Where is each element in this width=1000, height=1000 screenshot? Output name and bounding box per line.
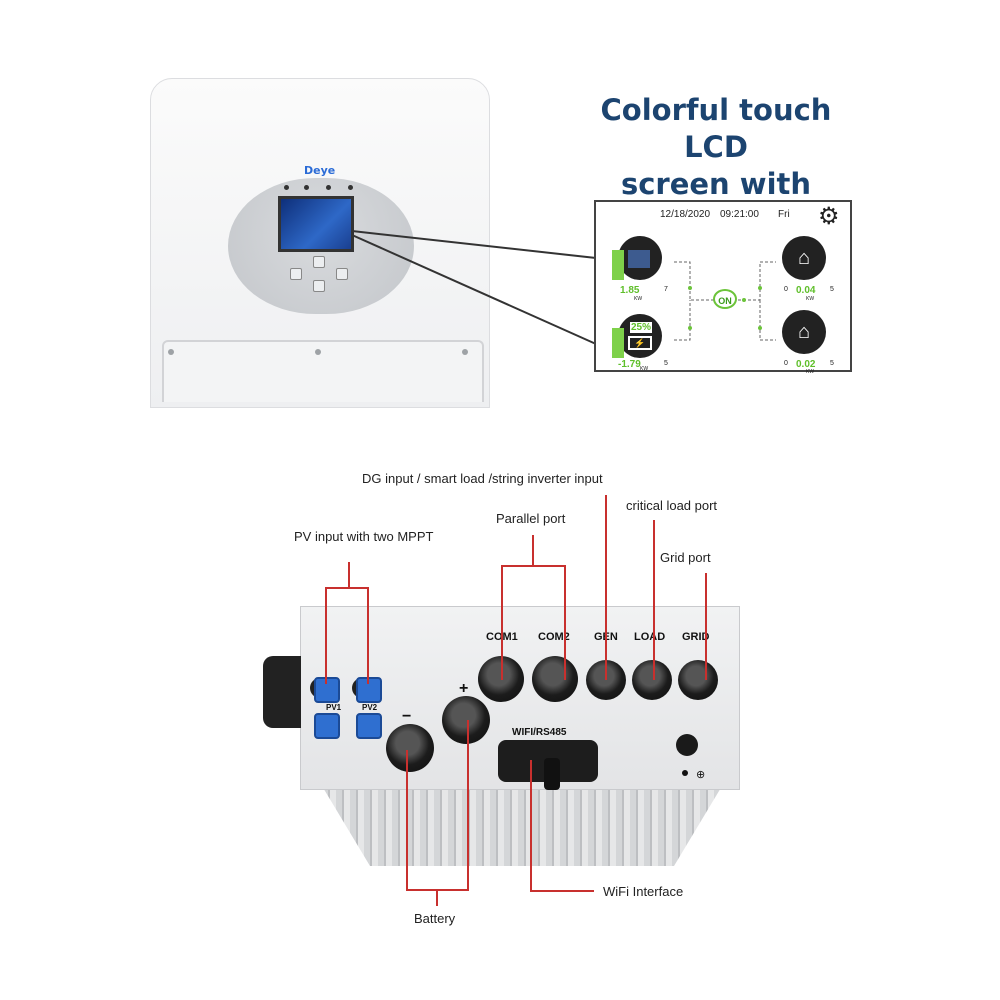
screw-icon: [168, 349, 174, 355]
lcd-date: 12/18/2020: [660, 209, 711, 220]
pv1-negative-connector[interactable]: [314, 713, 340, 739]
flow-dot: [688, 326, 692, 330]
gear-icon[interactable]: ⚙: [818, 203, 840, 230]
lcd-day: Fri: [778, 209, 790, 220]
flow-dot: [688, 286, 692, 290]
battery-minus-sign: −: [402, 708, 412, 725]
grid-power-unit: KW: [806, 296, 815, 302]
port-label-com2: COM2: [538, 631, 570, 643]
load-gauge: [782, 310, 826, 354]
battery-soc: 25%: [630, 322, 653, 333]
zoom-connector-lines: [351, 230, 597, 345]
pv-scale-max: 7: [664, 286, 668, 293]
load-power-unit: KW: [806, 369, 815, 375]
grid-gauge: [782, 236, 826, 280]
callout-parallel-port: Parallel port: [496, 511, 566, 526]
solar-panel-icon: [628, 250, 650, 268]
pv-power-value: 1.85: [620, 285, 640, 296]
battery-gauge-fill: [612, 328, 624, 358]
screw-icon: [462, 349, 468, 355]
pv-power-unit: KW: [634, 296, 643, 302]
port-label-grid: GRID: [682, 631, 710, 643]
load-scale-max: 5: [830, 360, 834, 367]
up-button-icon[interactable]: [313, 256, 325, 268]
wifi-dongle-screw: [544, 758, 560, 790]
battery-plus-sign: +: [459, 680, 469, 697]
port-label-load: LOAD: [634, 631, 666, 643]
battery-negative-port[interactable]: [386, 724, 434, 772]
status-led-2: [304, 185, 309, 190]
callout-battery: Battery: [414, 911, 456, 926]
house-icon: ⌂: [797, 321, 811, 343]
callout-pv-input: PV input with two MPPT: [294, 529, 434, 544]
lcd-time: 09:21:00: [720, 209, 759, 220]
wifi-rs485-label: WIFI/RS485: [512, 727, 567, 738]
status-led-3: [326, 185, 331, 190]
flow-dot: [758, 326, 762, 330]
headline-line-1: Colorful touch LCD: [600, 93, 832, 164]
inverter-lower-cover: [162, 340, 484, 402]
inverter-lcd-screen[interactable]: [278, 196, 354, 252]
enter-button-icon[interactable]: [336, 268, 348, 280]
grid-scale-max: 5: [830, 286, 834, 293]
flow-dot: [758, 286, 762, 290]
down-button-icon[interactable]: [313, 280, 325, 292]
screw-icon: [315, 349, 321, 355]
battery-scale-max: 5: [664, 360, 668, 367]
vent-hole: [682, 770, 688, 776]
load-port[interactable]: [632, 660, 672, 700]
callout-dg-input: DG input / smart load /string inverter i…: [362, 471, 603, 486]
esc-button-icon[interactable]: [290, 268, 302, 280]
heatsink: [322, 786, 722, 866]
status-led-4: [348, 185, 353, 190]
flow-dot: [742, 298, 746, 302]
side-handle: [263, 656, 301, 728]
callout-critical-load: critical load port: [626, 498, 718, 513]
grid-tower-icon: ⌂: [797, 247, 811, 269]
battery-positive-port[interactable]: [442, 696, 490, 744]
brand-logo: Deye: [304, 164, 336, 177]
callout-grid-port: Grid port: [660, 550, 711, 565]
load-power-value: 0.02: [796, 359, 816, 370]
grid-scale-min: 0: [784, 286, 788, 293]
pv-gauge-fill: [612, 250, 624, 280]
pv2-negative-connector[interactable]: [356, 713, 382, 739]
system-on-status: ON: [713, 289, 737, 309]
ground-button[interactable]: [676, 734, 698, 756]
battery-power-value: -1.79: [618, 359, 641, 370]
grid-port[interactable]: [678, 660, 718, 700]
grid-power-value: 0.04: [796, 285, 816, 296]
callout-wifi-interface: WiFi Interface: [603, 884, 684, 899]
pv2-label: PV2: [362, 703, 378, 712]
lcd-flow-lines: [674, 261, 776, 341]
com2-port[interactable]: [532, 656, 578, 702]
battery-power-unit: KW: [640, 366, 649, 372]
pv1-label: PV1: [326, 703, 342, 712]
ground-symbol-icon: ⊕: [696, 769, 706, 781]
status-led-1: [284, 185, 289, 190]
load-scale-min: 0: [784, 360, 788, 367]
battery-icon: ⚡: [628, 336, 652, 350]
